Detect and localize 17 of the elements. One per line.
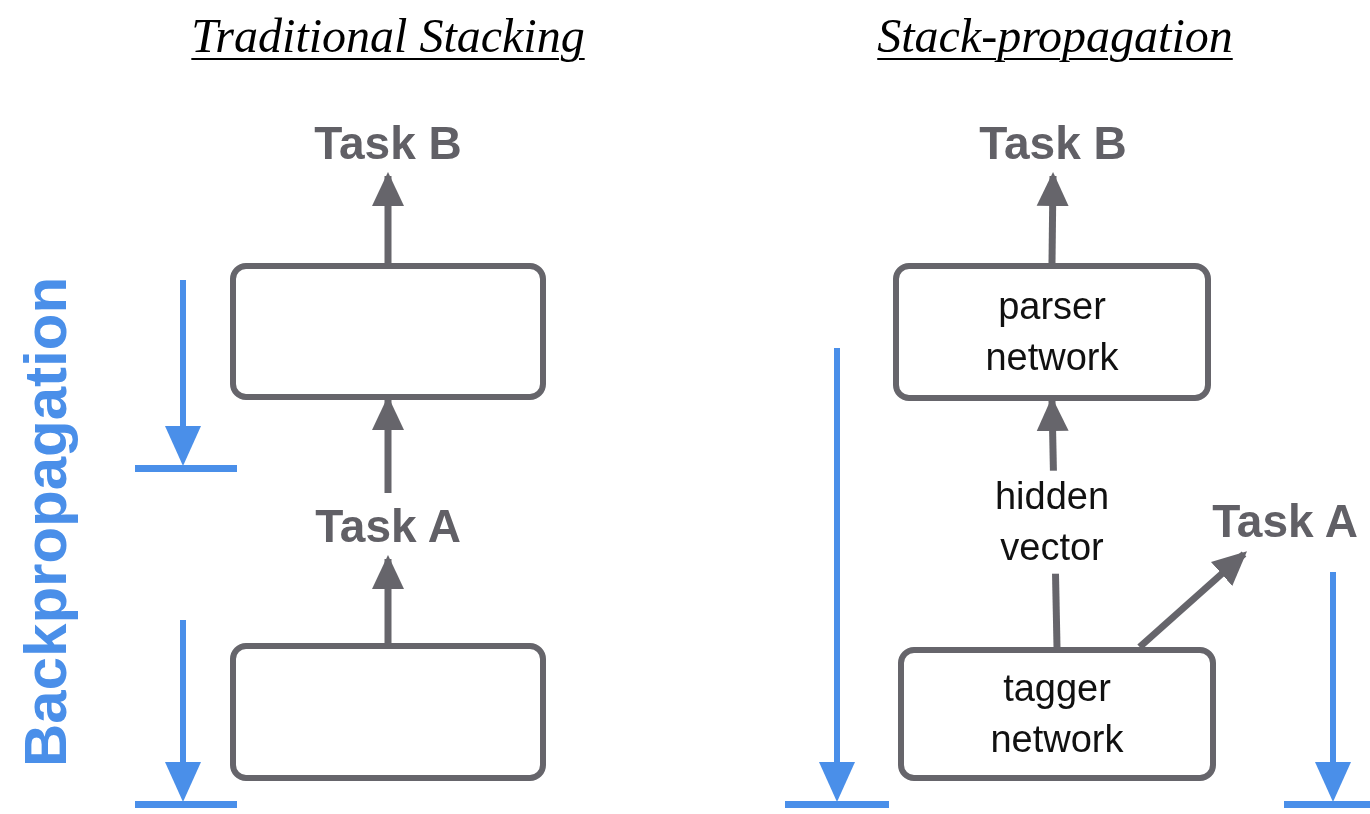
arrow [372, 555, 404, 643]
axis-label: Backpropagation [10, 276, 80, 768]
task-label: Task A [315, 499, 461, 553]
arrow [372, 172, 404, 263]
task-label: Task B [979, 116, 1127, 170]
network-box [893, 263, 1211, 401]
network-box [898, 647, 1216, 781]
arrow [1036, 172, 1069, 264]
network-label: tagger network [989, 665, 1125, 762]
network-box [230, 643, 546, 781]
task-label: Task A [1212, 494, 1358, 548]
task-label: Task B [314, 116, 462, 170]
arrow [1137, 551, 1247, 650]
panel-title: Stack-propagation [877, 8, 1233, 63]
network-label: parser network [984, 283, 1120, 380]
network-box [230, 263, 546, 400]
panel-title: Traditional Stacking [191, 8, 585, 63]
